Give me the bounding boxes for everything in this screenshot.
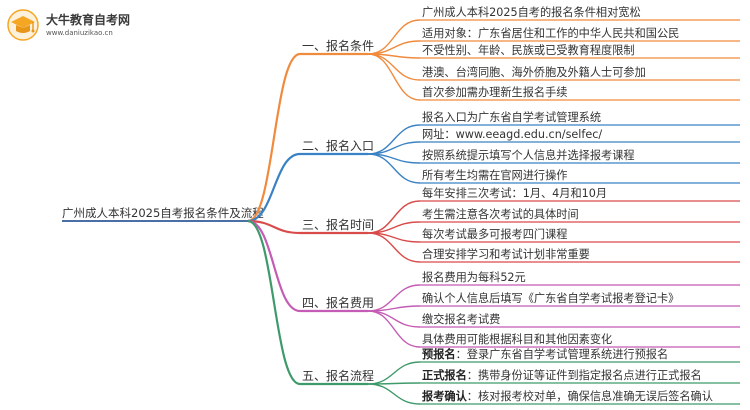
leaf-connector <box>367 284 421 312</box>
branch-1: 一、报名条件 广州成人本科2025自考的报名条件相对宽松适用对象：广东省居住和工作… <box>247 5 740 223</box>
category-label: 一、报名条件 <box>302 38 374 53</box>
leaf-body-text: 确认个人信息后填写《广东省自学考试报考登记卡》 <box>422 291 679 305</box>
leaf-text: 网址：www.eeagd.edu.cn/selfec/ <box>422 127 602 141</box>
leaf-bold-text: 预报名 <box>422 347 456 361</box>
logo-url: www.daniuzikao.cn <box>46 29 113 37</box>
leaf-text: 正式报名：携带身份证等证件到指定报名点进行正式报名 <box>422 368 702 382</box>
leaf-body-text: 具体费用可能根据科目和其他因素变化 <box>422 332 612 346</box>
root-node: 广州成人本科2025自考报名条件及流程 <box>62 206 264 222</box>
leaf-text: 按照系统提示填写个人信息并选择报考课程 <box>422 148 635 162</box>
leaf-body-text: 不受性别、年龄、民族或已受教育程度限制 <box>422 43 635 57</box>
branch-connector <box>247 52 301 223</box>
leaf-body-text: 网址：www.eeagd.edu.cn/selfec/ <box>422 127 602 141</box>
leaf-connector <box>367 310 421 348</box>
leaf-body-text: 缴交报名考试费 <box>422 312 500 326</box>
category-label: 三、报名时间 <box>302 217 374 232</box>
leaf-body-text: ：核对报考校对单，确保信息准确无误后签名确认 <box>467 389 713 403</box>
leaf-connector <box>367 310 421 328</box>
leaf-text: 每次考试最多可报考四门课程 <box>422 227 567 241</box>
root-label: 广州成人本科2025自考报名条件及流程 <box>62 206 264 220</box>
graduation-cap-icon <box>7 9 39 41</box>
leaf-body-text: 报名费用为每科52元 <box>422 270 526 284</box>
branch-connector <box>247 152 301 223</box>
leaf-bold-text: 正式报名 <box>422 368 467 382</box>
leaf-connector <box>367 232 421 263</box>
leaf-body-text: 所有考生均需在官网进行操作 <box>422 168 567 182</box>
leaf-text: 适用对象：广东省居住和工作的中华人民共和国公民 <box>422 26 679 40</box>
leaf-connector <box>367 383 421 405</box>
leaf-text: 合理安排学习和考试计划非常重要 <box>422 247 590 261</box>
leaf-body-text: 合理安排学习和考试计划非常重要 <box>422 247 590 261</box>
branch-3: 三、报名时间 每年安排三次考试：1月、4月和10月考生需注意各次考试的具体时间每次… <box>247 186 740 263</box>
leaf-text: 缴交报名考试费 <box>422 312 500 326</box>
leaf-body-text: 港澳、台湾同胞、海外侨胞及外籍人士可参加 <box>422 65 646 79</box>
branch-connector <box>247 219 301 386</box>
leaf-body-text: 每年安排三次考试：1月、4月和10月 <box>422 186 607 200</box>
leaf-body-text: 每次考试最多可报考四门课程 <box>422 227 567 241</box>
leaf-connector <box>367 153 421 184</box>
leaf-connector <box>367 141 421 155</box>
leaf-connector <box>367 305 421 312</box>
leaf-text: 每年安排三次考试：1月、4月和10月 <box>422 186 607 200</box>
branch-4: 四、报名费用 报名费用为每科52元确认个人信息后填写《广东省自学考试报考登记卡》缴… <box>247 219 740 348</box>
leaf-body-text: 广州成人本科2025自考的报名条件相对宽松 <box>422 5 641 19</box>
leaf-text: 确认个人信息后填写《广东省自学考试报考登记卡》 <box>422 291 679 305</box>
leaf-text: 港澳、台湾同胞、海外侨胞及外籍人士可参加 <box>422 65 646 79</box>
leaf-connector <box>367 124 421 155</box>
branch-connector <box>247 219 301 313</box>
leaf-body-text: 考生需注意各次考试的具体时间 <box>422 207 579 221</box>
branch-connector <box>247 219 301 235</box>
leaf-text: 首次参加需办理新生报名手续 <box>422 85 567 99</box>
category-label: 四、报名费用 <box>302 295 374 310</box>
leaf-text: 所有考生均需在官网进行操作 <box>422 168 567 182</box>
leaf-text: 报考确认：核对报考校对单，确保信息准确无误后签名确认 <box>422 389 713 403</box>
leaf-connector <box>367 40 421 55</box>
leaf-body-text: ：登录广东省自学考试管理系统进行预报名 <box>456 347 669 361</box>
leaf-connector <box>367 19 421 55</box>
leaf-text: 预报名：登录广东省自学考试管理系统进行预报名 <box>422 347 668 361</box>
category-label: 二、报名入口 <box>302 138 374 153</box>
leaf-text: 具体费用可能根据科目和其他因素变化 <box>422 332 612 346</box>
category-label: 五、报名流程 <box>302 368 374 383</box>
leaf-body-text: 首次参加需办理新生报名手续 <box>422 85 567 99</box>
leaf-text: 报名费用为每科52元 <box>422 270 526 284</box>
branch-2: 二、报名入口 报名入口为广东省自学考试管理系统网址：www.eeagd.edu.c… <box>247 110 740 223</box>
leaf-body-text: 按照系统提示填写个人信息并选择报考课程 <box>422 148 635 162</box>
leaf-bold-text: 报考确认 <box>422 389 468 403</box>
leaf-text: 考生需注意各次考试的具体时间 <box>422 207 579 221</box>
leaf-text: 报名入口为广东省自学考试管理系统 <box>422 110 601 124</box>
leaf-text: 不受性别、年龄、民族或已受教育程度限制 <box>422 43 635 57</box>
leaf-connector <box>367 53 421 101</box>
site-logo: 大牛教育自考网 www.daniuzikao.cn <box>6 9 136 43</box>
leaf-text: 广州成人本科2025自考的报名条件相对宽松 <box>422 5 641 19</box>
branch-5: 五、报名流程预报名：登录广东省自学考试管理系统进行预报名正式报名：携带身份证等证… <box>247 219 740 405</box>
logo-title: 大牛教育自考网 <box>46 13 131 27</box>
leaf-body-text: 适用对象：广东省居住和工作的中华人民共和国公民 <box>422 26 679 40</box>
leaf-body-text: ：携带身份证等证件到指定报名点进行正式报名 <box>467 368 702 382</box>
leaf-connector <box>367 361 421 385</box>
leaf-body-text: 报名入口为广东省自学考试管理系统 <box>422 110 601 124</box>
